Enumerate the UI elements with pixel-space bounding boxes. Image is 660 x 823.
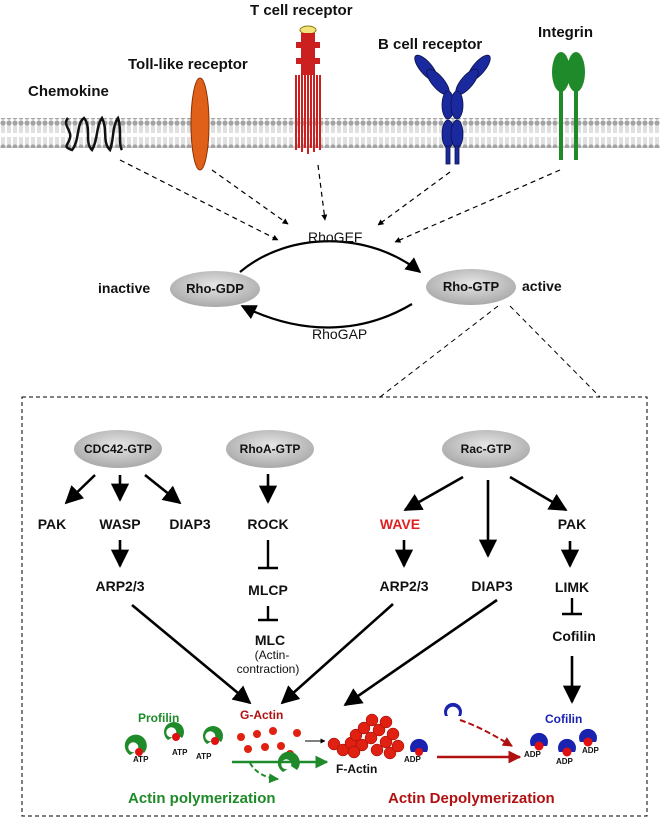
integrin: [552, 52, 585, 160]
zoom-line-left: [379, 305, 499, 398]
pathway-arrows: [64, 473, 582, 707]
mlcp-label: MLCP: [248, 582, 288, 598]
inactive-label: inactive: [98, 280, 151, 296]
adp-label-3: ADP: [582, 746, 599, 755]
mlc-note-line1: (Actin-: [254, 648, 290, 662]
f-actin-filament: [327, 713, 405, 760]
arp23-label-2: ARP2/3: [379, 578, 429, 594]
chemokine-receptor: [64, 115, 124, 153]
mlc-note-line2: contraction): [236, 662, 300, 676]
profilin-release-arrow: [249, 762, 279, 784]
mlc-label: MLC: [254, 632, 286, 648]
f-actin-label: F-Actin: [336, 762, 378, 776]
cofilin-label: Cofilin: [552, 628, 596, 644]
active-label: active: [522, 278, 562, 294]
inset-box: [21, 396, 648, 817]
rhogap-arrow: [240, 303, 413, 329]
cofilin-binding-arrow: [459, 719, 513, 747]
limk-label: LIMK: [554, 579, 590, 595]
adp-label-2: ADP: [556, 757, 573, 766]
integrin-label: Integrin: [538, 24, 593, 41]
b-cell-receptor-label: B cell receptor: [378, 36, 483, 53]
rho-gdp-node: [170, 271, 260, 307]
receptor-signal-arrows: [119, 159, 561, 243]
adp-cofilin-on-filament: [410, 738, 429, 752]
rac-gtp-label: Rac-GTP: [460, 442, 512, 456]
wasp-label: WASP: [99, 516, 141, 532]
zoom-line-right: [509, 305, 601, 398]
cdc42-node: [74, 430, 162, 468]
rhoa-gtp-label: RhoA-GTP: [239, 442, 301, 456]
adp-label-1: ADP: [524, 750, 541, 759]
g-actin-label: G-Actin: [240, 708, 284, 722]
profilin-atp-cluster: [124, 722, 223, 756]
actin-depolymerization-label: Actin Depolymerization: [388, 790, 555, 807]
atp-label-3: ATP: [196, 752, 212, 761]
released-profilin: [277, 751, 300, 772]
pak-label-2: PAK: [557, 516, 587, 532]
t-cell-receptor-label: T cell receptor: [250, 2, 353, 19]
atp-label-2: ATP: [172, 748, 188, 757]
inhibition-arrows: [258, 540, 582, 622]
rho-gtp-node: [426, 269, 516, 305]
cdc42-gtp-label: CDC42-GTP: [83, 442, 153, 456]
atp-label-1: ATP: [133, 755, 149, 764]
arp23-label-1: ARP2/3: [95, 578, 145, 594]
rho-gtp-label: Rho-GTP: [442, 279, 500, 294]
actin-polymerization-label: Actin polymerization: [128, 790, 276, 807]
plasma-membrane: [0, 118, 660, 148]
rock-label: ROCK: [247, 516, 289, 532]
profilin-label: Profilin: [138, 711, 180, 725]
rhoa-node: [226, 430, 314, 468]
b-cell-receptor: [414, 54, 491, 165]
rhogef-arrow: [239, 240, 422, 273]
pak-label-1: PAK: [37, 516, 67, 532]
toll-like-receptor-label: Toll-like receptor: [128, 56, 248, 73]
toll-like-receptor: [190, 77, 210, 171]
cofilin-adp-complexes: [530, 728, 597, 757]
diap3-label-1: DIAP3: [169, 516, 211, 532]
rho-gdp-label: Rho-GDP: [186, 281, 244, 296]
diap3-label-2: DIAP3: [471, 578, 513, 594]
rac-node: [442, 430, 530, 468]
wave-label: WAVE: [379, 516, 421, 532]
chemokine-label: Chemokine: [28, 83, 109, 100]
adp-label-filament: ADP: [404, 755, 421, 764]
t-cell-receptor: [295, 25, 321, 154]
cofilin-blue-label: Cofilin: [545, 712, 583, 726]
rhogef-label: RhoGEF: [308, 229, 363, 245]
rhogap-label: RhoGAP: [312, 326, 368, 342]
